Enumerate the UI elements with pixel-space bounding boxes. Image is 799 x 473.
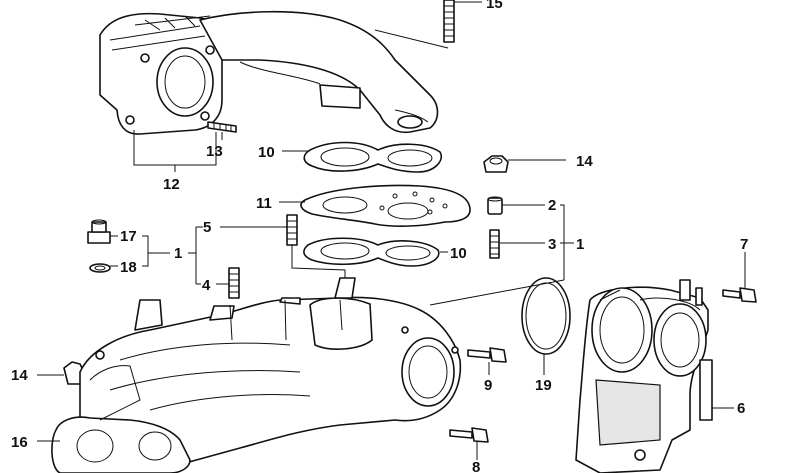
callout-7: 7 bbox=[740, 236, 748, 253]
callout-17: 17 bbox=[120, 228, 137, 245]
plate-part-11 bbox=[300, 184, 471, 227]
sleeve-part-2 bbox=[487, 196, 503, 215]
fitting-part-17 bbox=[87, 219, 111, 244]
callout-14-lower: 14 bbox=[11, 367, 28, 384]
stud-part-5 bbox=[286, 214, 298, 246]
callout-5: 5 bbox=[203, 219, 211, 236]
gasket-part-10-lower bbox=[303, 237, 440, 267]
stud-part-3 bbox=[489, 229, 500, 259]
leader-lines bbox=[37, 1, 746, 460]
callout-16: 16 bbox=[11, 434, 28, 451]
callout-15: 15 bbox=[486, 0, 503, 12]
callout-1-left: 1 bbox=[174, 245, 182, 262]
bolt-part-8 bbox=[449, 427, 489, 443]
throttle-housing-part-6 bbox=[575, 279, 713, 473]
stud-part-4 bbox=[228, 267, 240, 299]
stud-part-15 bbox=[443, 0, 455, 43]
washer-part-18 bbox=[89, 263, 111, 273]
callout-8: 8 bbox=[472, 459, 480, 473]
callout-4: 4 bbox=[202, 277, 211, 294]
callout-1-right: 1 bbox=[576, 236, 584, 253]
nut-part-14-upper bbox=[483, 155, 509, 173]
callout-11: 11 bbox=[256, 195, 272, 212]
callout-12: 12 bbox=[163, 176, 180, 193]
callout-10-upper: 10 bbox=[258, 144, 275, 161]
bolt-part-7 bbox=[722, 287, 757, 303]
callout-18: 18 bbox=[120, 259, 137, 276]
gasket-part-10-upper bbox=[303, 141, 442, 173]
callout-labels: 15 13 12 10 14 11 2 5 17 1 3 1 10 18 4 7… bbox=[11, 0, 748, 473]
lower-intake-manifold-part-1 bbox=[51, 277, 462, 473]
callout-6: 6 bbox=[737, 400, 745, 417]
upper-intake-plenum-part-12 bbox=[99, 10, 439, 135]
bolt-part-9 bbox=[467, 347, 507, 363]
o-ring-part-19 bbox=[521, 277, 571, 355]
callout-14-upper: 14 bbox=[576, 153, 593, 170]
callout-3: 3 bbox=[548, 236, 556, 253]
stud-part-13 bbox=[207, 121, 237, 133]
callout-9: 9 bbox=[484, 377, 492, 394]
callout-10-lower: 10 bbox=[450, 245, 467, 262]
callout-2: 2 bbox=[548, 197, 556, 214]
callout-19: 19 bbox=[535, 377, 552, 394]
callout-13: 13 bbox=[206, 143, 223, 160]
